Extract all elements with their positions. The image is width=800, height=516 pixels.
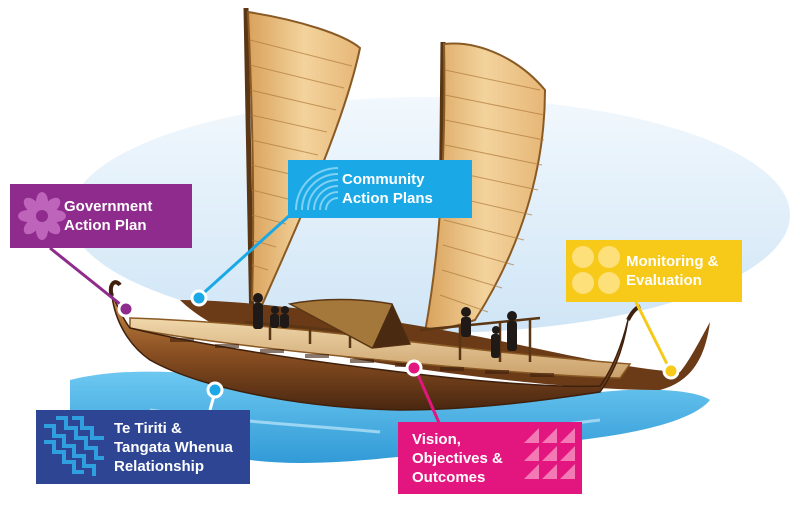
crew-silhouettes — [253, 293, 517, 358]
bow-left — [108, 280, 122, 297]
stepped-pattern-icon — [44, 416, 104, 476]
vision-label-line1: Vision, — [412, 430, 461, 448]
deck — [129, 317, 632, 379]
community-connector — [196, 213, 292, 300]
monitoring-label-line2: Evaluation — [626, 272, 702, 289]
monitoring-dot — [662, 362, 680, 380]
mast-left — [243, 7, 255, 331]
monitoring-connector — [633, 299, 672, 371]
tiriti-relationship-label: Te Tiriti & Tangata Whenua Relationship — [36, 410, 250, 484]
government-connector — [49, 246, 126, 310]
hull-front — [111, 295, 629, 411]
sail-right-ribs — [439, 69, 545, 313]
connector-lines — [49, 213, 672, 426]
community-action-plans-label: Community Action Plans — [288, 160, 472, 218]
vision-label-line3: Outcomes — [412, 468, 486, 486]
tiriti-label-line1: Te Tiriti & — [114, 419, 182, 437]
government-dot — [117, 300, 135, 318]
tiriti-label-line3: Relationship — [114, 457, 205, 475]
vision-objectives-label: Vision, Objectives & Outcomes — [398, 422, 582, 494]
concentric-arcs-icon — [295, 167, 339, 211]
tiriti-label-line2: Tangata Whenua — [114, 438, 233, 456]
connector-dots — [117, 289, 680, 399]
government-label-line2: Action Plan — [64, 217, 147, 234]
triangles-pattern-icon — [524, 428, 575, 479]
community-label-line2: Action Plans — [342, 190, 433, 207]
flower-icon — [18, 192, 66, 240]
government-action-plan-label: Government Action Plan — [10, 184, 192, 248]
vision-label-line2: Objectives & — [412, 449, 503, 467]
government-label-line1: Government — [64, 198, 153, 215]
monitoring-label-line1: Monitoring & — [626, 253, 719, 270]
sail-left-ribs — [249, 39, 353, 271]
vision-dot — [405, 359, 423, 377]
community-label-line1: Community — [342, 171, 425, 188]
community-dot — [190, 289, 208, 307]
circles-pattern-icon — [572, 246, 620, 294]
tiriti-dot — [206, 381, 224, 399]
vision-connector — [413, 367, 442, 426]
deck-shelter-front — [372, 304, 410, 348]
monitoring-evaluation-label: Monitoring & Evaluation — [566, 240, 742, 302]
